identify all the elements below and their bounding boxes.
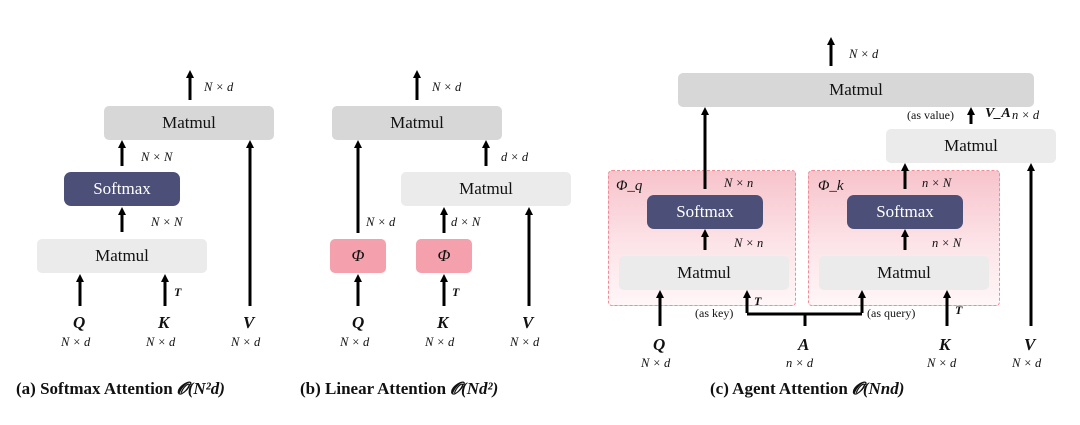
b-dim-phi-k: d × N: [451, 215, 481, 229]
a-v-symbol: V: [243, 313, 255, 332]
a-matmul-bottom: Matmul: [37, 239, 207, 273]
a-v-dim: N × d: [231, 335, 261, 349]
c-va-dim: n × d: [1012, 108, 1040, 122]
c-va-symbol: V_A: [985, 106, 1011, 121]
c-phi-k-label: Φ_k: [818, 178, 844, 195]
c-right-softmax-out: n × N: [922, 176, 952, 190]
a-caption: (a) Softmax Attention 𝓞(N²d): [16, 379, 225, 399]
b-v-dim: N × d: [510, 335, 540, 349]
c-a-dim: n × d: [786, 356, 814, 370]
a-q-symbol: Q: [73, 313, 86, 332]
b-dim-phi-q: N × d: [366, 215, 396, 229]
c-transpose-left: T: [754, 294, 762, 308]
c-v-symbol: V: [1024, 335, 1036, 354]
b-q-symbol: Q: [352, 313, 365, 332]
c-matmul-right-inner: Matmul: [819, 256, 989, 290]
c-right-matmul-out: n × N: [932, 236, 962, 250]
a-softmax: Softmax: [64, 172, 180, 206]
b-caption-text: (b) Linear Attention: [300, 379, 451, 398]
b-matmul-right: Matmul: [401, 172, 571, 206]
b-caption: (b) Linear Attention 𝓞(Nd²): [300, 379, 498, 399]
c-top-dim: N × d: [849, 47, 879, 61]
a-k-dim: N × d: [146, 335, 176, 349]
c-q-symbol: Q: [653, 335, 666, 354]
b-caption-complexity: 𝓞(Nd²): [450, 379, 499, 398]
c-matmul-right: Matmul: [886, 129, 1056, 163]
b-phi-k: Φ: [416, 239, 472, 273]
c-softmax-right: Softmax: [847, 195, 963, 229]
b-v-symbol: V: [522, 313, 534, 332]
c-caption: (c) Agent Attention 𝓞(Nnd): [710, 379, 904, 399]
b-matmul-top: Matmul: [332, 106, 502, 140]
b-dim-right: d × d: [501, 150, 529, 164]
a-k-symbol: K: [158, 313, 170, 332]
a-q-dim: N × d: [61, 335, 91, 349]
c-phi-k-text: Φ_k: [818, 178, 844, 194]
c-q-dim: N × d: [641, 356, 671, 370]
c-as-query: (as query): [867, 306, 916, 320]
b-phi-q: Φ: [330, 239, 386, 273]
c-phi-q-label: Φ_q: [616, 178, 642, 195]
c-caption-text: (c) Agent Attention: [710, 379, 853, 398]
c-matmul-top: Matmul: [678, 73, 1034, 107]
c-k-dim: N × d: [927, 356, 957, 370]
c-v-dim: N × d: [1012, 356, 1042, 370]
c-left-matmul-out: N × n: [734, 236, 764, 250]
c-softmax-left: Softmax: [647, 195, 763, 229]
c-as-key: (as key): [695, 306, 734, 320]
b-top-dim: N × d: [432, 80, 462, 94]
b-k-dim: N × d: [425, 335, 455, 349]
c-a-symbol: A: [798, 335, 810, 354]
c-k-symbol: K: [939, 335, 951, 354]
a-caption-text: (a) Softmax Attention: [16, 379, 178, 398]
c-left-softmax-out: N × n: [724, 176, 754, 190]
b-transpose-label: T: [452, 285, 460, 299]
a-dim-after-matmul: N × N: [151, 215, 183, 229]
c-phi-q-text: Φ_q: [616, 178, 643, 194]
a-transpose-label: T: [174, 285, 182, 299]
a-top-dim: N × d: [204, 80, 234, 94]
b-q-dim: N × d: [340, 335, 370, 349]
c-as-value: (as value): [907, 108, 954, 122]
c-matmul-left: Matmul: [619, 256, 789, 290]
b-k-symbol: K: [437, 313, 449, 332]
c-caption-complexity: 𝓞(Nnd): [852, 379, 905, 398]
c-transpose-right: T: [955, 303, 963, 317]
a-dim-after-softmax: N × N: [141, 150, 173, 164]
a-caption-complexity: 𝓞(N²d): [177, 379, 225, 398]
a-matmul-top: Matmul: [104, 106, 274, 140]
